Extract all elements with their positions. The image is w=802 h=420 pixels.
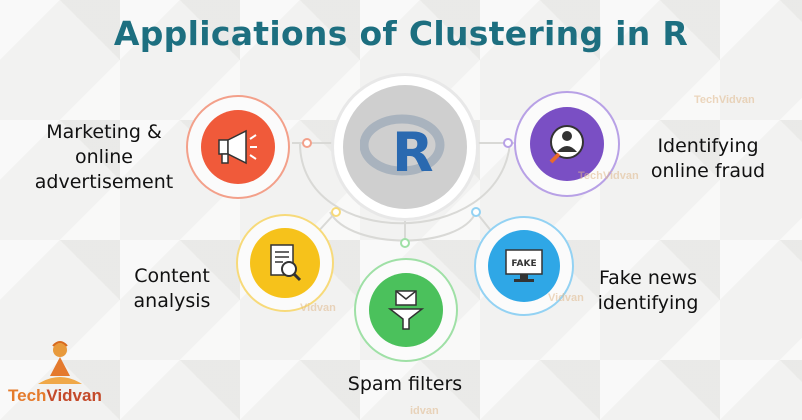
label-line: advertisement: [34, 171, 174, 193]
spam-filter-label: Spam filters: [330, 372, 480, 397]
marketing-node: [186, 95, 290, 199]
fraud-node: [514, 91, 620, 197]
label-line: analysis: [133, 290, 211, 312]
brand-name-part2: Vidvan: [46, 386, 102, 405]
page-title: Applications of Clustering in R: [113, 14, 689, 53]
r-logo-node: R: [334, 76, 476, 218]
r-logo-icon: R: [360, 114, 445, 183]
fraud-label: Identifying online fraud: [628, 134, 788, 184]
label-line: Content: [134, 265, 210, 287]
connector-dot: [400, 238, 410, 248]
connector-dot: [302, 138, 312, 148]
fake-screen-icon: FAKE: [505, 249, 543, 282]
fake-news-label: Fake news identifying: [578, 266, 718, 316]
brand-logo: TechVidvan: [8, 340, 108, 412]
label-line: Fake news: [598, 267, 698, 289]
label-line: Spam filters: [347, 373, 463, 395]
svg-text:FAKE: FAKE: [511, 259, 536, 269]
connector-dot: [331, 207, 341, 217]
spam-filter-node: [354, 258, 458, 362]
hacker-icon: [549, 125, 584, 164]
r-logo-letter: R: [392, 121, 434, 183]
brand-name-part1: Tech: [8, 386, 47, 405]
watermark-text: idvan: [410, 405, 439, 417]
watermark-text: TechVidvan: [694, 94, 755, 106]
content-analysis-label: Content analysis: [112, 264, 232, 314]
watermark-text: Vidvan: [300, 302, 336, 314]
fake-news-node: FAKE: [474, 216, 574, 316]
connector-dot: [503, 138, 513, 148]
connector-dot: [471, 207, 481, 217]
label-line: online: [75, 146, 133, 168]
watermark-text: TechVidvan: [578, 170, 639, 182]
meditating-figure-icon: [38, 341, 82, 384]
watermark-text: Vidvan: [548, 292, 584, 304]
label-line: Marketing &: [46, 121, 162, 143]
content-analysis-node: [236, 214, 334, 312]
label-line: identifying: [597, 292, 699, 314]
label-line: online fraud: [650, 160, 766, 182]
document-search-icon: [270, 244, 302, 282]
megaphone-icon: [218, 129, 257, 165]
label-line: Identifying: [657, 135, 759, 157]
marketing-label: Marketing & online advertisement: [14, 120, 194, 195]
mail-filter-icon: [387, 290, 425, 330]
